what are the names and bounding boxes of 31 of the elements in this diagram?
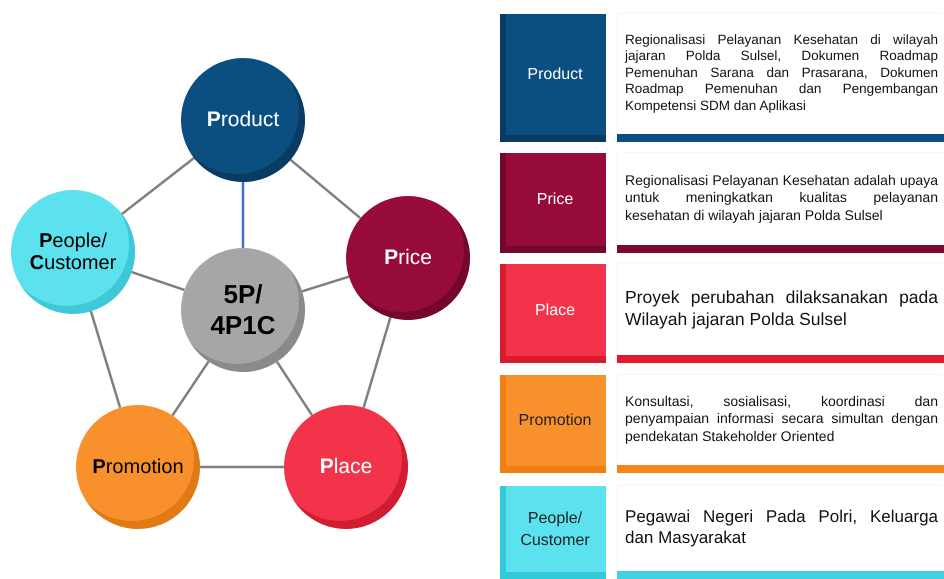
circle-label: Promotion xyxy=(92,456,184,478)
description-text: Proyek perubahan dilaksanakan pada Wilayah jajaran Polda Sulsel xyxy=(625,287,938,330)
description-text: Pegawai Negeri Pada Polri, Keluarga dan Masyarakat xyxy=(625,506,938,548)
circle-label: People/ Customer xyxy=(28,230,118,274)
circle-label: Price xyxy=(384,246,432,270)
category-box: Place xyxy=(500,264,606,363)
description-text: Regionalisasi Pelayanan Kesehatan di wilayah jajaran Polda Sulsel, Dokumen Roadmap Pemenuhan Sarana dan Prasarana, Dokumen Roadmap Pemenuhan dan Pengembangan Kompetensi SDM dan Aplikasi xyxy=(625,32,938,114)
connector-line xyxy=(290,158,362,220)
description-panel xyxy=(617,264,944,363)
category-box: People/ Customer xyxy=(500,486,606,579)
category-box: Promotion xyxy=(500,375,606,473)
center-label: 5P/ 4P1C xyxy=(209,278,277,342)
connector-line xyxy=(242,182,244,248)
connector-line xyxy=(131,270,185,292)
connector-line xyxy=(362,317,392,408)
description-text: Konsultasi, sosialisasi, koordinasi dan penyampaian informasi secara simultan dengan pendekatan Stakeholder Oriented xyxy=(625,393,938,445)
connector-line xyxy=(90,310,122,408)
description-panel xyxy=(617,14,944,142)
circle-label: Place xyxy=(320,455,372,479)
description-panel xyxy=(617,486,944,579)
description-text: Regionalisasi Pelayanan Kesehatan adalah upaya untuk meningkatkan kualitas pelayanan kesehatan di wilayah jajaran Polda Sulsel xyxy=(625,172,938,224)
circle-label: Product xyxy=(206,108,280,132)
category-box: Product xyxy=(500,14,606,142)
connector-line xyxy=(200,466,284,468)
description-panel xyxy=(617,153,944,253)
category-box: Price xyxy=(500,153,606,253)
connector-line xyxy=(171,360,210,416)
connector-line xyxy=(121,157,195,215)
connector-line xyxy=(276,361,314,416)
connector-line xyxy=(302,275,350,293)
description-panel xyxy=(617,375,944,473)
